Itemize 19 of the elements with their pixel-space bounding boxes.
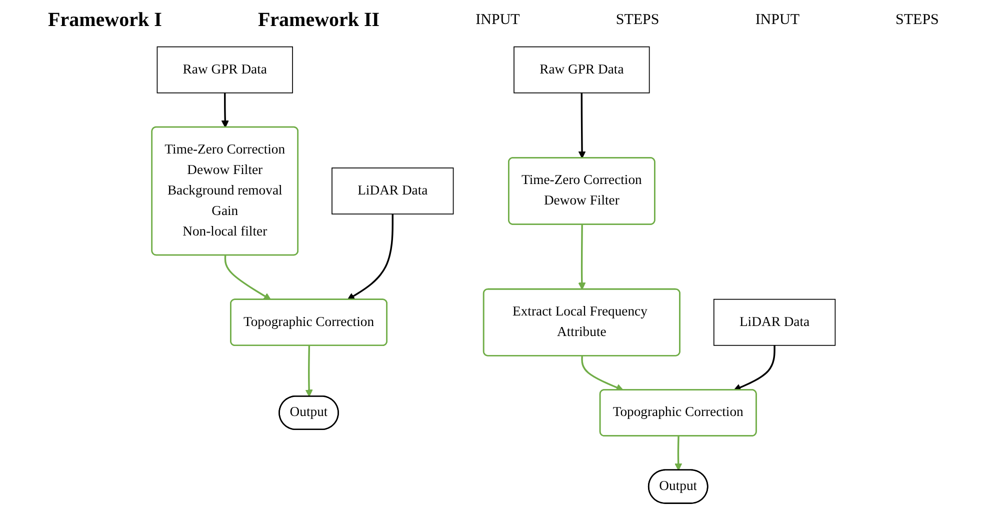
- arrow: [674, 436, 682, 471]
- arrow: [347, 214, 394, 300]
- column-heading: STEPS: [616, 12, 660, 28]
- framework-heading: Framework II: [258, 8, 380, 32]
- arrow: [221, 92, 229, 128]
- node-box: LiDAR Data: [332, 168, 454, 214]
- framework-heading: Framework I: [48, 8, 162, 32]
- arrow: [581, 356, 624, 391]
- node-box: Raw GPR Data: [156, 46, 293, 94]
- arrow: [305, 346, 313, 397]
- node-box: LiDAR Data: [713, 298, 836, 346]
- column-heading: INPUT: [476, 12, 520, 28]
- node-box: Raw GPR Data: [514, 46, 650, 94]
- column-heading: STEPS: [896, 12, 939, 28]
- arrow: [224, 255, 272, 300]
- arrow: [578, 224, 586, 290]
- arrow: [578, 92, 586, 158]
- arrow: [734, 345, 776, 391]
- column-heading: INPUT: [755, 12, 800, 28]
